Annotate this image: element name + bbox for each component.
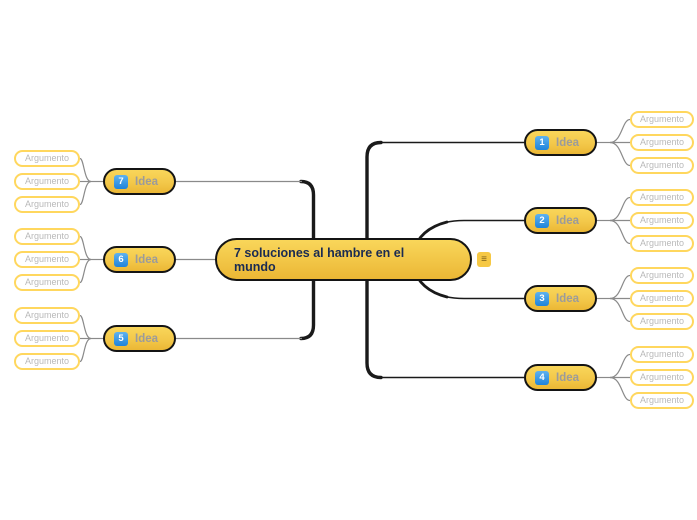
idea-label: Idea (556, 371, 580, 384)
argument-node[interactable]: Argumento (14, 196, 80, 213)
argument-label: Argumento (24, 199, 70, 209)
argument-label: Argumento (24, 356, 70, 366)
argument-label: Argumento (24, 333, 70, 343)
root-menu-button[interactable]: ≡ (477, 252, 491, 267)
argument-node[interactable]: Argumento (14, 173, 80, 190)
argument-label: Argumento (639, 395, 685, 405)
argument-node[interactable]: Argumento (14, 330, 80, 347)
argument-label: Argumento (639, 137, 685, 147)
argument-label: Argumento (639, 238, 685, 248)
argument-label: Argumento (639, 349, 685, 359)
argument-label: Argumento (639, 316, 685, 326)
argument-node[interactable]: Argumento (630, 313, 694, 330)
idea-label: Idea (556, 214, 580, 227)
root-topic-label: 7 soluciones al hambre en el mundo (234, 245, 405, 274)
idea-number-badge: 6 (114, 252, 128, 267)
argument-label: Argumento (639, 215, 685, 225)
idea-number-badge: 2 (535, 213, 549, 228)
argument-node[interactable]: Argumento (630, 235, 694, 252)
argument-node[interactable]: Argumento (630, 267, 694, 284)
argument-label: Argumento (24, 176, 70, 186)
root-topic[interactable]: 7 soluciones al hambre en el mundo (215, 238, 472, 281)
argument-node[interactable]: Argumento (14, 353, 80, 370)
argument-label: Argumento (639, 114, 685, 124)
argument-node[interactable]: Argumento (14, 228, 80, 245)
argument-node[interactable]: Argumento (630, 111, 694, 128)
idea-node-1[interactable]: 1 Idea (524, 129, 597, 156)
idea-node-5[interactable]: 5 Idea (103, 325, 176, 352)
argument-label: Argumento (639, 372, 685, 382)
idea-number-badge: 7 (114, 174, 128, 189)
hamburger-icon: ≡ (481, 253, 487, 265)
argument-label: Argumento (24, 153, 70, 163)
idea-node-7[interactable]: 7 Idea (103, 168, 176, 195)
idea-number-badge: 3 (535, 291, 549, 306)
argument-label: Argumento (24, 310, 70, 320)
argument-node[interactable]: Argumento (630, 392, 694, 409)
argument-label: Argumento (639, 293, 685, 303)
idea-number-badge: 4 (535, 370, 549, 385)
argument-node[interactable]: Argumento (630, 212, 694, 229)
argument-node[interactable]: Argumento (630, 369, 694, 386)
argument-label: Argumento (24, 254, 70, 264)
argument-node[interactable]: Argumento (14, 251, 80, 268)
idea-number-badge: 5 (114, 331, 128, 346)
argument-node[interactable]: Argumento (14, 307, 80, 324)
argument-node[interactable]: Argumento (14, 150, 80, 167)
idea-node-6[interactable]: 6 Idea (103, 246, 176, 273)
argument-label: Argumento (24, 277, 70, 287)
argument-label: Argumento (639, 270, 685, 280)
argument-node[interactable]: Argumento (14, 274, 80, 291)
idea-node-2[interactable]: 2 Idea (524, 207, 597, 234)
idea-node-4[interactable]: 4 Idea (524, 364, 597, 391)
argument-label: Argumento (639, 160, 685, 170)
idea-label: Idea (556, 292, 580, 305)
argument-label: Argumento (24, 231, 70, 241)
idea-node-3[interactable]: 3 Idea (524, 285, 597, 312)
idea-label: Idea (135, 332, 159, 345)
argument-node[interactable]: Argumento (630, 189, 694, 206)
idea-label: Idea (135, 175, 159, 188)
argument-label: Argumento (639, 192, 685, 202)
argument-node[interactable]: Argumento (630, 290, 694, 307)
argument-node[interactable]: Argumento (630, 157, 694, 174)
idea-number-badge: 1 (535, 135, 549, 150)
idea-label: Idea (135, 253, 159, 266)
argument-node[interactable]: Argumento (630, 346, 694, 363)
idea-label: Idea (556, 136, 580, 149)
argument-connectors (79, 118, 631, 402)
argument-node[interactable]: Argumento (630, 134, 694, 151)
